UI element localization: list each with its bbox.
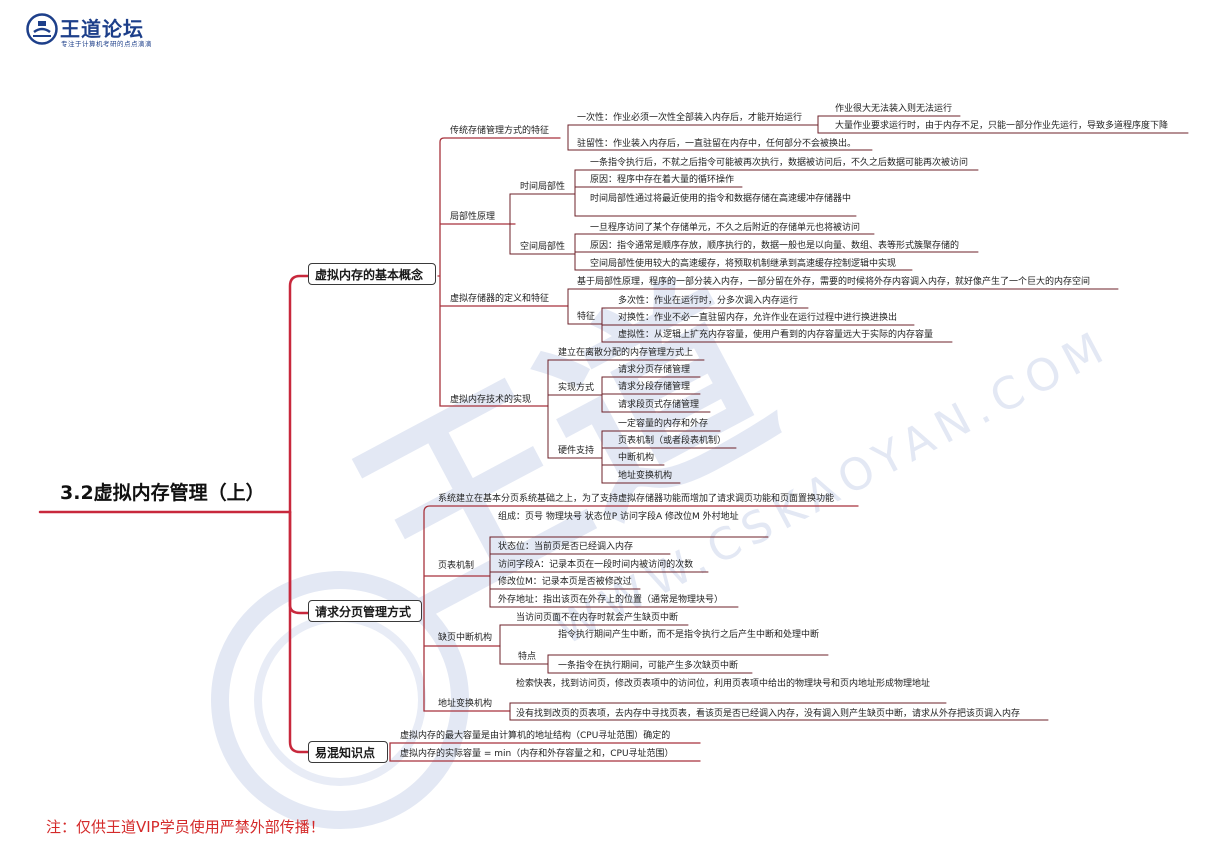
topic-implementation: 虚拟内存技术的实现 <box>450 395 532 405</box>
branch-confusing-points: 易混知识点 <box>308 741 388 763</box>
leaf-one-time: 一次性：作业必须一次性全部装入内存后，才能开始运行 <box>577 113 803 123</box>
leaf-pt-composition: 组成：页号 物理块号 状态位P 访问字段A 修改位M 外村地址 <box>498 512 739 522</box>
topic-traditional-storage: 传统存储管理方式的特征 <box>450 126 550 136</box>
leaf-spatial-a: 一旦程序访问了某个存储单元，不久之后附近的存储单元也将被访问 <box>590 223 861 233</box>
topic-definition: 虚拟存储器的定义和特征 <box>450 294 550 304</box>
leaf-translation-tlb: 检索快表，找到访问页，修改页表项中的访问位，利用页表项中给出的物理块号和页内地址… <box>516 679 931 689</box>
topic-address-translation: 地址变换机构 <box>438 699 493 709</box>
topic-page-table: 页表机制 <box>438 561 475 571</box>
leaf-fault-during: 指令执行期间产生中断，而不是指令执行之后产生中断和处理中断 <box>558 630 820 640</box>
footer-note: 注：仅供王道VIP学员使用严禁外部传播！ <box>46 818 325 836</box>
leaf-temporal-a: 一条指令执行后，不就之后指令可能被再次执行，数据被访问后，不久之后数据可能再次被… <box>590 158 969 168</box>
topic-methods: 实现方式 <box>558 383 595 393</box>
leaf-feature-virtual: 虚拟性：从逻辑上扩充内存容量，使用户看到的内存容量远大于实际的内存容量 <box>618 330 934 340</box>
topic-features: 特征 <box>577 312 596 322</box>
topic-locality: 局部性原理 <box>450 212 496 222</box>
leaf-demand-paging-intro: 系统建立在基本分页系统基础之上，为了支持虚拟存储器功能而增加了请求调页功能和页面… <box>438 494 835 504</box>
leaf-method-segpage: 请求段页式存储管理 <box>618 400 700 410</box>
leaf-hw-pagetable: 页表机制（或者段表机制） <box>618 436 727 446</box>
leaf-actual-capacity: 虚拟内存的实际容量 = min（内存和外存容量之和，CPU寻址范围） <box>400 749 674 759</box>
leaf-temporal-b: 原因：程序中存在着大量的循环操作 <box>590 175 735 185</box>
root-topic: 3.2虚拟内存管理（上） <box>60 482 265 504</box>
topic-spatial-locality: 空间局部性 <box>520 242 566 252</box>
leaf-translation-fault: 没有找到改页的页表项，去内存中寻找页表，看该页是否已经调入内存，没有调入则产生缺… <box>516 709 1021 719</box>
leaf-spatial-b: 原因：指令通常是顺序存放，顺序执行的，数据一般也是以向量、数组、表等形式簇聚存储… <box>590 241 960 251</box>
topic-hardware: 硬件支持 <box>558 446 595 456</box>
leaf-method-paging: 请求分页存储管理 <box>618 365 691 375</box>
leaf-spatial-c: 空间局部性使用较大的高速缓存，将预取机制继承到高速缓存控制逻辑中实现 <box>590 259 897 269</box>
leaf-hw-interrupt: 中断机构 <box>618 453 655 463</box>
leaf-temporal-c: 时间局部性通过将最近使用的指令和数据存储在高速缓冲存储器中 <box>590 194 852 204</box>
leaf-fault-trigger: 当访问页面不在内存时就会产生缺页中断 <box>516 613 679 623</box>
topic-temporal-locality: 时间局部性 <box>520 182 566 192</box>
topic-page-fault: 缺页中断机构 <box>438 633 493 643</box>
leaf-resident: 驻留性：作业装入内存后，一直驻留在内存中，任何部分不会被换出。 <box>577 139 857 149</box>
logo-subtitle: 专注于计算机考研的点点滴滴 <box>61 40 152 48</box>
leaf-fault-multiple: 一条指令在执行期间，可能产生多次缺页中断 <box>558 661 739 671</box>
leaf-pt-access: 访问字段A：记录本页在一段时间内被访问的次数 <box>498 560 694 570</box>
leaf-feature-multiple: 多次性：作业在运行时，分多次调入内存运行 <box>618 296 799 306</box>
leaf-hw-translation: 地址变换机构 <box>618 471 673 481</box>
leaf-max-capacity: 虚拟内存的最大容量是由计算机的地址结构（CPU寻址范围）确定的 <box>400 731 671 741</box>
logo-emblem-icon <box>26 13 58 45</box>
leaf-one-time-b: 大量作业要求运行时，由于内存不足，只能一部分作业先运行，导致多道程序度下降 <box>835 121 1169 131</box>
topic-fault-features: 特点 <box>518 652 537 662</box>
leaf-method-segment: 请求分段存储管理 <box>618 382 691 392</box>
leaf-definition-basis: 基于局部性原理，程序的一部分装入内存，一部分留在外存，需要的时候将外存内容调入内… <box>577 277 1091 287</box>
branch-virtual-memory-concepts: 虚拟内存的基本概念 <box>308 263 436 285</box>
branch-demand-paging: 请求分页管理方式 <box>308 600 422 622</box>
logo-title: 王道论坛 <box>60 17 144 41</box>
leaf-hw-memory: 一定容量的内存和外存 <box>618 419 709 429</box>
leaf-pt-external: 外存地址：指出该页在外存上的位置（通常是物理块号） <box>498 595 724 605</box>
leaf-feature-swap: 对换性：作业不必一直驻留内存，允许作业在运行过程中进行换进换出 <box>618 313 898 323</box>
leaf-implementation-basis: 建立在离散分配的内存管理方式上 <box>558 348 694 358</box>
leaf-one-time-a: 作业很大无法装入则无法运行 <box>835 104 953 114</box>
logo: 王道论坛 专注于计算机考研的点点滴滴 <box>26 12 176 48</box>
leaf-pt-modify: 修改位M：记录本页是否被修改过 <box>498 577 632 587</box>
leaf-pt-status: 状态位：当前页是否已经调入内存 <box>498 542 634 552</box>
